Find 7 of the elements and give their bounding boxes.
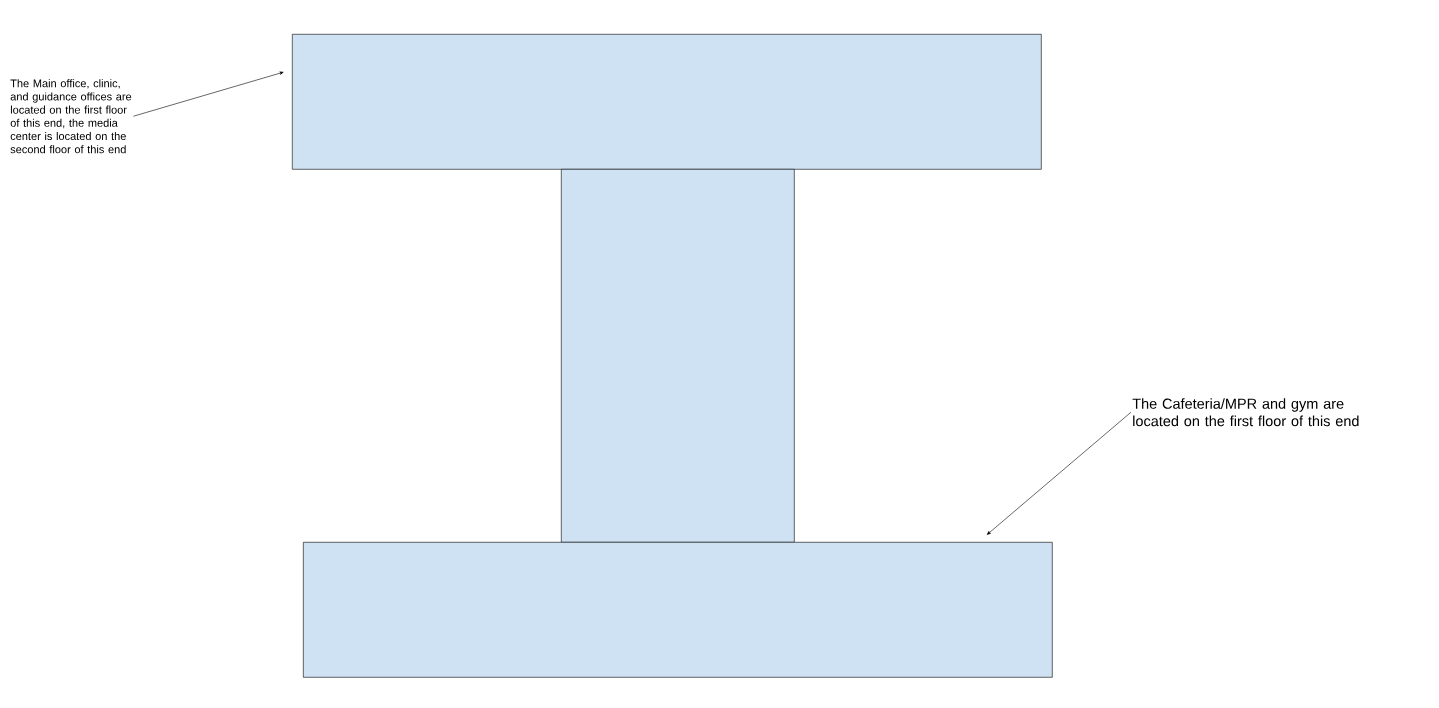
callout-text: The Main office, clinic, and guidance offices are located on the first floor of this end, the media center is located on the second floor of this end [10,79,132,154]
building-wing [561,169,795,543]
callout-text: The Cafeteria/MPR and gym are located on the first floor of this end [1132,398,1359,427]
building-wing [303,542,1053,678]
building-wing [292,34,1042,170]
leader-arrow [986,411,1132,535]
leader-arrow [133,71,284,117]
